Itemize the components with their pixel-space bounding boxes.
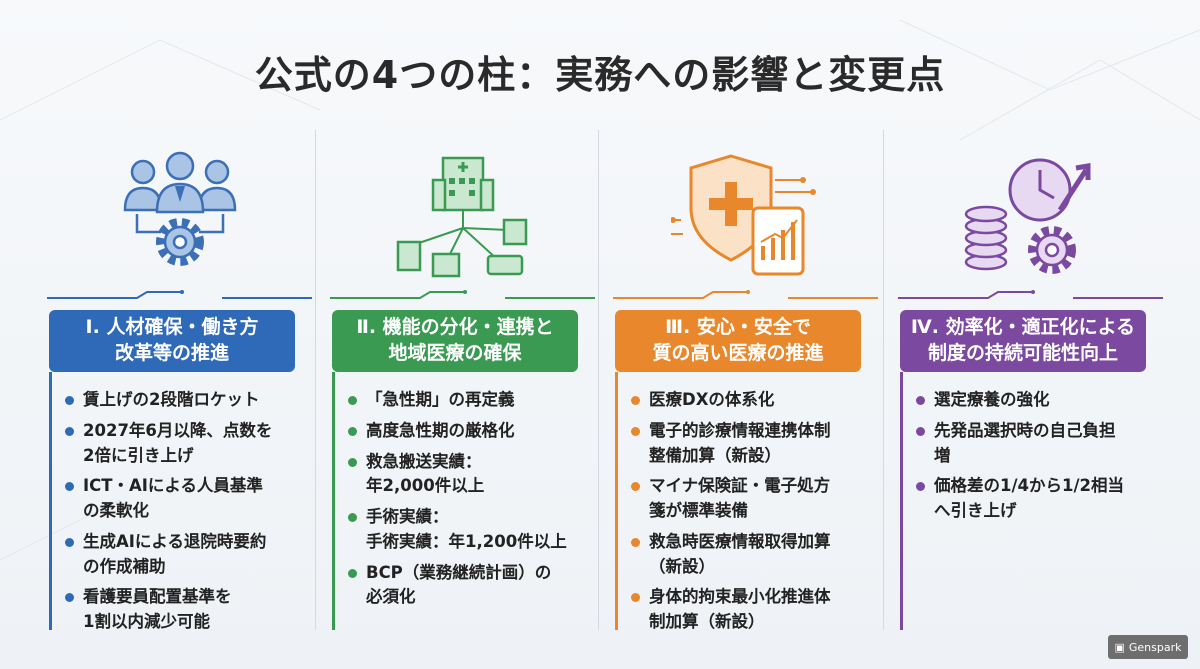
bullet-icon <box>65 593 74 603</box>
genspark-logo: ▣ Genspark <box>1108 635 1188 659</box>
bullet-icon <box>916 426 925 436</box>
coins-clock-gear-icon <box>964 158 1090 274</box>
bullet-icon <box>65 537 74 547</box>
pillar-heading-line2: 地域医療の確保 <box>388 342 522 364</box>
pillar-heading-line2: 制度の持続可能性向上 <box>927 342 1118 364</box>
pillar-heading: Ⅳ. 効率化・適正化による 制度の持続可能性向上 <box>900 310 1146 372</box>
accent-line <box>332 372 335 630</box>
bullet-icon <box>348 457 357 467</box>
bullet-icon <box>65 482 74 492</box>
bullet-icon <box>348 396 357 405</box>
bullet-icon <box>631 537 640 547</box>
pillar-item-list: 「急性期」の再定義 高度急性期の厳格化 救急搬送実績： 年2,000件以上 手術… <box>346 388 586 616</box>
pillar-item-list: 選定療養の強化 先発品選択時の自己負担 増 価格差の1/4から1/2相当 へ引き… <box>914 388 1154 530</box>
accent-line <box>49 372 52 630</box>
column-divider <box>315 130 316 630</box>
bullet-icon <box>348 426 357 436</box>
pillar-column-3: Ⅲ. 安心・安全で 質の高い医療の推進 医療DXの体系化 電子的診療情報連携体制… <box>613 140 878 640</box>
accent-line <box>615 372 618 630</box>
hospital-network-icon <box>396 156 527 278</box>
pillar-heading-line2: 質の高い医療の推進 <box>652 342 824 364</box>
list-item: 賃上げの2段階ロケット <box>63 388 303 413</box>
pillar-column-4: Ⅳ. 効率化・適正化による 制度の持続可能性向上 選定療養の強化 先発品選択時の… <box>898 140 1163 640</box>
pillar-heading: Ⅰ. 人材確保・働き方 改革等の推進 <box>49 310 295 372</box>
bullet-icon <box>916 396 925 405</box>
list-item: 看護要員配置基準を 1割以内減少可能 <box>63 585 303 635</box>
bullet-icon <box>65 426 74 436</box>
list-item: 2027年6月以降、点数を 2倍に引き上げ <box>63 419 303 469</box>
circuit-decoration <box>898 290 1163 299</box>
logo-text: Genspark <box>1128 640 1182 654</box>
bullet-icon <box>631 396 640 405</box>
pillar-heading-line1: Ⅱ. 機能の分化・連携と <box>356 316 554 339</box>
list-item: 価格差の1/4から1/2相当 へ引き上げ <box>914 474 1154 524</box>
list-item: 手術実績： 手術実績：年1,200件以上 <box>346 505 586 555</box>
list-item: 「急性期」の再定義 <box>346 388 586 413</box>
list-item: 高度急性期の厳格化 <box>346 419 586 444</box>
staff-gear-icon <box>123 151 236 266</box>
circuit-decoration <box>47 290 312 299</box>
bullet-icon <box>631 593 640 603</box>
bullet-icon <box>631 482 640 492</box>
circuit-decoration <box>330 290 595 299</box>
accent-line <box>900 372 903 630</box>
bullet-icon <box>65 396 74 405</box>
shield-tablet-icon <box>670 154 816 276</box>
list-item: 救急搬送実績： 年2,000件以上 <box>346 450 586 500</box>
list-item: 医療DXの体系化 <box>629 388 869 413</box>
logo-icon: ▣ <box>1114 640 1125 654</box>
pillar-item-list: 賃上げの2段階ロケット 2027年6月以降、点数を 2倍に引き上げ ICT・AI… <box>63 388 303 641</box>
pillar-heading: Ⅱ. 機能の分化・連携と 地域医療の確保 <box>332 310 578 372</box>
bullet-icon <box>916 482 925 492</box>
list-item: 電子的診療情報連携体制 整備加算（新設） <box>629 419 869 469</box>
column-divider <box>883 130 884 630</box>
bullet-icon <box>348 513 357 522</box>
pillar-item-list: 医療DXの体系化 電子的診療情報連携体制 整備加算（新設） マイナ保険証・電子処… <box>629 388 869 641</box>
list-item: 救急時医療情報取得加算 （新設） <box>629 530 869 580</box>
pillar-heading-line1: Ⅲ. 安心・安全で <box>665 316 811 339</box>
pillar-heading: Ⅲ. 安心・安全で 質の高い医療の推進 <box>615 310 861 372</box>
list-item: 選定療養の強化 <box>914 388 1154 413</box>
pillar-column-2: Ⅱ. 機能の分化・連携と 地域医療の確保 「急性期」の再定義 高度急性期の厳格化… <box>330 140 595 640</box>
page-title: 公式の4つの柱：実務への影響と変更点 <box>254 53 946 97</box>
circuit-decoration <box>613 290 878 299</box>
list-item: BCP（業務継続計画）の 必須化 <box>346 561 586 611</box>
pillar-heading-line2: 改革等の推進 <box>114 342 229 364</box>
bullet-icon <box>631 426 640 436</box>
bullet-icon <box>348 568 357 578</box>
pillar-heading-line1: Ⅰ. 人材確保・働き方 <box>85 316 259 339</box>
list-item: 身体的拘束最小化推進体 制加算（新設） <box>629 585 869 635</box>
pillar-column-1: Ⅰ. 人材確保・働き方 改革等の推進 賃上げの2段階ロケット 2027年6月以降… <box>47 140 312 640</box>
pillar-heading-line1: Ⅳ. 効率化・適正化による <box>910 316 1136 339</box>
column-divider <box>598 130 599 630</box>
list-item: 先発品選択時の自己負担 増 <box>914 419 1154 469</box>
list-item: マイナ保険証・電子処方 箋が標準装備 <box>629 474 869 524</box>
list-item: ICT・AIによる人員基準 の柔軟化 <box>63 474 303 524</box>
list-item: 生成AIによる退院時要約 の作成補助 <box>63 530 303 580</box>
